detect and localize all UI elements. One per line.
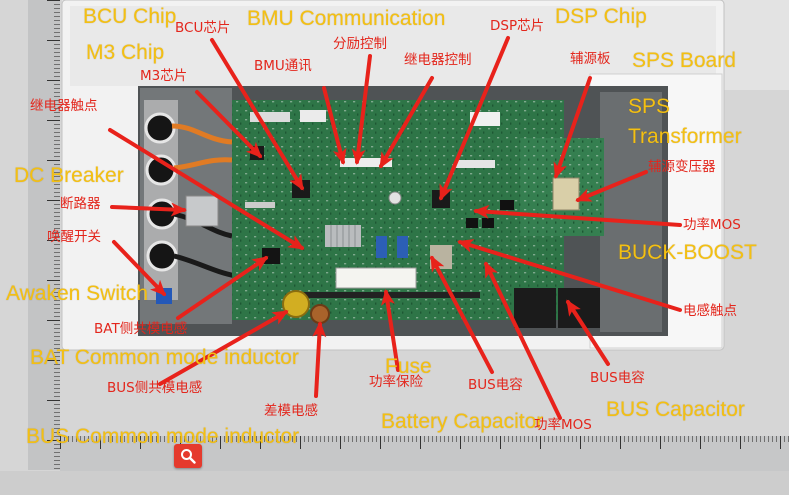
arrow-breaker <box>110 202 187 217</box>
label-cn-power-fuse: 功率保险 <box>369 374 423 390</box>
label-en-awaken-switch: Awaken Switch <box>6 282 149 305</box>
arrow-m3-chip <box>195 90 263 159</box>
label-cn-m3-chip: M3芯片 <box>140 68 188 84</box>
arrow-inductor-contact <box>457 239 682 312</box>
ruler-vertical <box>28 0 60 470</box>
label-cn-relay-contact: 继电器触点 <box>30 98 98 114</box>
capacitor-blue <box>376 236 387 258</box>
arrow-power-mos-bottom <box>484 261 562 420</box>
zoom-button[interactable] <box>174 444 202 468</box>
label-en-bcu-chip: BCU Chip <box>83 5 177 28</box>
label-en-dsp-chip: DSP Chip <box>555 5 647 28</box>
arrow-bus-capacitor-right <box>566 299 610 366</box>
label-cn-bus-side-cm-inductor: BUS侧共模电感 <box>107 380 203 396</box>
capacitor-black <box>514 288 556 328</box>
label-cn-power-mos-right: 功率MOS <box>683 217 741 233</box>
label-en-m3-chip: M3 Chip <box>86 41 165 64</box>
label-cn-differential-mode-inductor: 差模电感 <box>264 403 318 419</box>
label-en-battery-capacitor: Battery Capacitor <box>381 410 544 433</box>
label-cn-dsp-chip: DSP芯片 <box>490 18 545 34</box>
label-en-buck-boost: BUCK-BOOST <box>618 241 757 264</box>
label-cn-power-mos-bottom: 功率MOS <box>534 417 592 433</box>
arrow-relay-control <box>379 76 434 169</box>
label-cn-bat-side-cm-inductor: BAT侧共模电感 <box>94 321 188 337</box>
label-cn-bmu-communication: BMU通讯 <box>254 58 312 74</box>
label-cn-bus-capacitor-center: BUS电容 <box>468 377 523 393</box>
arrow-aux-power-board <box>553 76 592 179</box>
label-en-sps-transformer: SPS Transformer <box>628 95 742 148</box>
arrow-wake-switch <box>112 240 167 297</box>
label-en-bat-common-mode-inductor: BAT Common mode inductor <box>30 346 299 369</box>
fuse-component <box>335 267 417 289</box>
arrow-bcu-chip <box>210 38 304 191</box>
dc-breaker-body <box>185 195 219 227</box>
arrow-differential-mode-inductor <box>312 321 327 398</box>
arrow-power-mos-right <box>473 204 682 227</box>
sps-transformer-body <box>552 177 580 211</box>
capacitor-blue <box>397 236 408 258</box>
label-cn-shunt-trip-control: 分励控制 <box>333 36 387 52</box>
arrow-aux-power-transformer <box>575 170 648 202</box>
arrow-bat-cm-inductor <box>176 256 269 320</box>
label-en-bus-common-mode-inductor: BUS Common mode inductor <box>26 425 300 448</box>
label-cn-relay-control: 继电器控制 <box>404 52 472 68</box>
label-cn-bcu-chip: BCU芯片 <box>175 20 231 36</box>
label-cn-inductor-contact: 电感触点 <box>683 303 737 319</box>
annotation-arrows <box>108 36 682 420</box>
arrow-bmu-communication <box>322 86 347 165</box>
label-en-bmu-communication: BMU Communication <box>247 7 446 30</box>
label-en-bus-capacitor: BUS Capacitor <box>606 398 745 421</box>
arrow-power-fuse <box>381 289 400 372</box>
label-cn-wake-switch: 唤醒开关 <box>47 229 101 245</box>
right-metal-plate <box>600 92 662 332</box>
connector-row <box>340 158 392 167</box>
label-en-dc-breaker: DC Breaker <box>14 164 124 187</box>
bat-common-mode-inductor-core <box>262 248 280 264</box>
label-en-sps-board: SPS Board <box>632 49 736 72</box>
search-icon <box>180 448 196 464</box>
arrow-relay-contact <box>108 128 305 250</box>
label-cn-bus-capacitor-right: BUS电容 <box>590 370 645 386</box>
label-cn-aux-power-transformer: 辅源变压器 <box>648 159 716 175</box>
arrow-shunt-trip-control <box>351 54 372 165</box>
label-en-fuse: Fuse <box>385 355 432 378</box>
arrow-bus-cm-inductor <box>158 310 289 386</box>
power-mos <box>466 218 478 228</box>
heat-sink <box>325 225 361 247</box>
yellow-toroid-inductor <box>282 290 310 318</box>
arrow-bus-capacitor-center <box>430 255 494 374</box>
table-surface-bottom <box>0 471 789 495</box>
label-cn-breaker: 断路器 <box>60 196 101 212</box>
enclosure-upper-wall <box>70 6 716 86</box>
copper-toroid-inductor <box>310 304 330 324</box>
label-cn-aux-power-board: 辅源板 <box>570 51 611 67</box>
arrow-dsp-chip <box>439 36 510 201</box>
